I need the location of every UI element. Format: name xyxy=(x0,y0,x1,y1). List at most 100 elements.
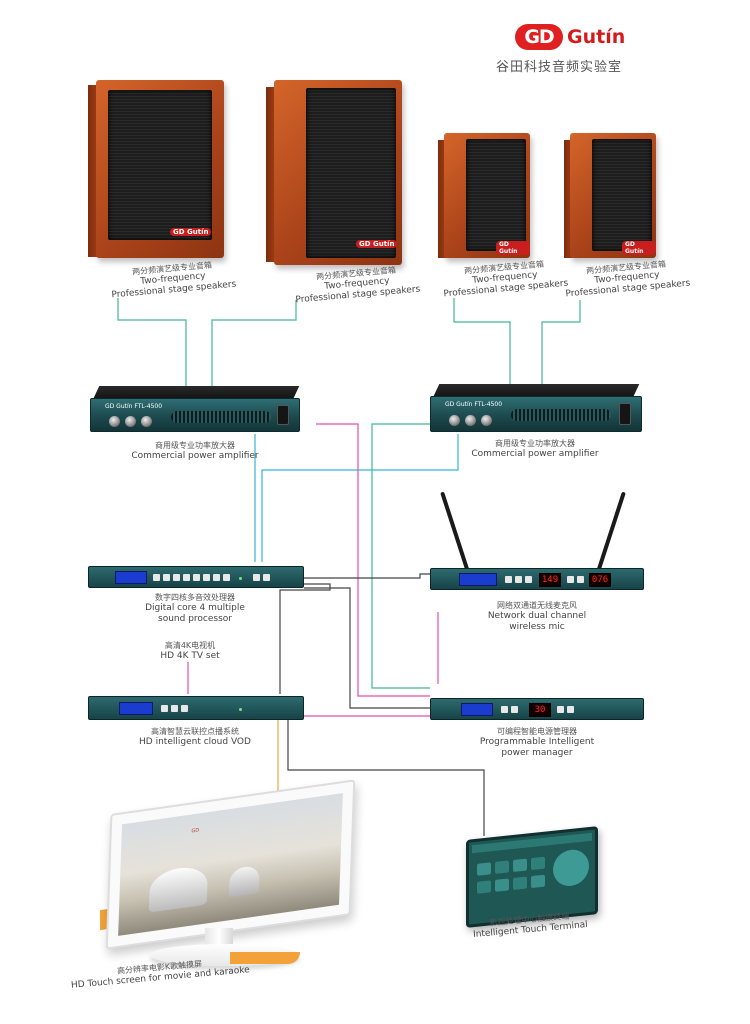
screen-building xyxy=(148,864,209,913)
power-switch xyxy=(277,405,289,425)
dark-wire-vod-terminal xyxy=(287,720,485,836)
speaker-cabinet: GD Gutín xyxy=(444,133,530,258)
speaker-badge: GD Gutín xyxy=(496,241,530,255)
magenta-wire-amp1-powermanager xyxy=(316,423,430,697)
power-switch xyxy=(619,403,631,425)
monitor-screen: GD xyxy=(118,793,343,936)
lab-title: 谷田科技音频实验室 xyxy=(496,60,623,75)
processor-button xyxy=(223,574,230,581)
processor-button xyxy=(183,574,190,581)
terminal-tile xyxy=(531,856,545,871)
speaker-badge: GD Gutín xyxy=(170,228,212,236)
vod-caption: 高清智慧云联控点播系统 HD intelligent cloud VOD xyxy=(120,726,270,748)
monitor-base-accent xyxy=(230,952,300,964)
amplifier-front: GD Gutín FTL-4500 xyxy=(430,396,642,432)
processor-button xyxy=(173,574,180,581)
caption-zh: 网络双通道无线麦克风 xyxy=(497,601,577,610)
caption-en: Digital core 4 multiple xyxy=(145,603,245,613)
power-lcd xyxy=(461,703,493,716)
dark-wire-processor-mic xyxy=(304,573,430,579)
amplifier-1-caption: 商用级专业功率放大器 Commercial power amplifier xyxy=(120,440,270,462)
volume-knob xyxy=(141,416,152,427)
terminal-tile xyxy=(495,860,509,874)
processor-button xyxy=(213,574,220,581)
power-display: 30 xyxy=(529,703,551,717)
processor-caption: 数字四核多音效处理器 Digital core 4 multiple sound… xyxy=(120,592,270,625)
caption-en: HD 4K TV set xyxy=(160,651,220,661)
volume-knob xyxy=(465,415,476,426)
screen-building xyxy=(228,864,260,898)
amplifier-vent xyxy=(511,409,611,421)
speaker-grille xyxy=(592,139,652,251)
cyan-wire-amp2-processor xyxy=(261,434,459,562)
vod-button xyxy=(171,705,178,712)
processor-button xyxy=(153,574,160,581)
mic-button xyxy=(505,576,512,583)
caption-en: Commercial power amplifier xyxy=(131,451,259,461)
caption-zh: 数字四核多音效处理器 xyxy=(155,593,235,602)
amplifier-model: GD Gutín FTL-4500 xyxy=(445,401,503,408)
caption-en-2: sound processor xyxy=(158,614,232,624)
amplifier-model: GD Gutín FTL-4500 xyxy=(105,403,163,410)
caption-en-2: wireless mic xyxy=(509,622,565,632)
amplifier-2-caption: 商用级专业功率放大器 Commercial power amplifier xyxy=(460,438,610,460)
speaker-cabinet: GD Gutín xyxy=(274,80,402,265)
green-wire-amp2-powermanager xyxy=(371,423,430,689)
speaker-grille xyxy=(466,139,526,251)
status-led xyxy=(239,708,242,711)
caption-zh: 高清4K电视机 xyxy=(164,641,216,650)
processor-button xyxy=(193,574,200,581)
caption-zh: 商用级专业功率放大器 xyxy=(495,439,575,448)
speaker-cabinet: GD Gutín xyxy=(96,80,224,258)
mic-channel-display-1: 149 xyxy=(539,573,561,587)
processor-button xyxy=(203,574,210,581)
terminal-tile xyxy=(513,876,527,890)
speaker-cabinet: GD Gutín xyxy=(570,133,656,258)
green-wire-speaker2-amp1 xyxy=(211,300,297,392)
terminal-tile xyxy=(513,858,527,872)
volume-knob xyxy=(481,415,492,426)
processor-lcd xyxy=(115,571,147,584)
speaker-badge: GD Gutín xyxy=(356,240,398,248)
processor-button xyxy=(263,574,270,581)
green-wire-speaker1-amp1 xyxy=(117,298,187,392)
caption-en-2: power manager xyxy=(501,748,573,758)
mic-button xyxy=(567,576,574,583)
terminal-tile xyxy=(531,874,545,889)
amplifier-front: GD Gutín FTL-4500 xyxy=(90,398,300,432)
vod-lcd xyxy=(119,702,153,715)
power-button xyxy=(557,706,564,713)
digital-sound-processor xyxy=(88,566,304,588)
speaker-grille xyxy=(108,90,212,240)
volume-knob xyxy=(125,416,136,427)
speaker-grille xyxy=(306,88,396,258)
screen-logo: GD xyxy=(191,827,200,835)
volume-knob xyxy=(109,416,120,427)
caption-zh: 高清智慧云联控点播系统 xyxy=(151,727,239,736)
processor-button xyxy=(163,574,170,581)
brand-logo: GD Gutín xyxy=(515,24,645,54)
terminal-tile xyxy=(477,880,491,894)
mic-lcd xyxy=(459,573,497,586)
amplifier-vent xyxy=(171,411,271,423)
terminal-dial xyxy=(553,848,589,888)
speaker-cabinet-side xyxy=(438,140,448,258)
caption-en: Commercial power amplifier xyxy=(471,449,599,459)
cloud-vod-system xyxy=(88,696,304,720)
dark-wire-processor-vod xyxy=(279,583,331,694)
green-wire-speaker4-amp2 xyxy=(541,300,581,390)
caption-en: Programmable Intelligent xyxy=(479,737,595,747)
volume-knob xyxy=(449,415,460,426)
green-wire-speaker3-amp2 xyxy=(453,298,511,390)
caption-zh: 商用级专业功率放大器 xyxy=(155,441,235,450)
mic-channel-display-2: 076 xyxy=(589,573,611,587)
caption-en: Network dual channel xyxy=(487,611,587,621)
status-led xyxy=(239,577,242,580)
power-manager: 30 xyxy=(430,698,644,720)
wireless-mic-receiver: 149 076 xyxy=(430,568,644,590)
terminal-tile xyxy=(495,878,509,892)
speaker-badge: GD Gutín xyxy=(622,241,656,255)
caption-zh: 可编程智能电源管理器 xyxy=(497,727,577,736)
